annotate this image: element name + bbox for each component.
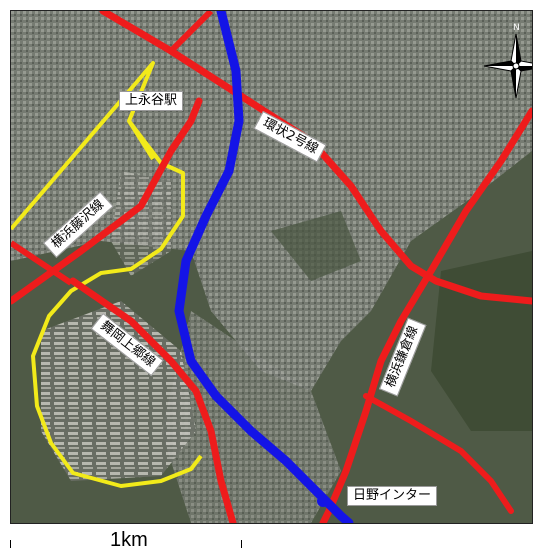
expressway	[174, 11, 354, 523]
compass-rose-icon: N	[483, 23, 532, 99]
map-canvas: N	[11, 11, 532, 523]
housing-estate-north	[111, 171, 171, 276]
label-station: 上永谷駅	[119, 91, 184, 111]
road-maioka-kamigo	[69, 277, 237, 523]
compass-north-label: N	[513, 23, 520, 33]
road-east-branch	[363, 393, 514, 514]
road-yokohama-fujisawa-west	[11, 240, 73, 286]
scale-bar: 1km	[10, 528, 250, 551]
label-hino-ic: 日野インター	[347, 486, 438, 506]
scale-tick-right	[241, 540, 242, 548]
scale-tick-left	[10, 540, 11, 548]
aerial-map[interactable]: N 上永谷駅 環状2号線 横浜藤沢線 舞岡上郷線 横浜鎌倉線 日野インター	[10, 10, 533, 524]
road-kanjo2-north	[168, 11, 214, 54]
road-yokohama-fujisawa	[11, 97, 203, 305]
green-hill-center	[271, 211, 361, 281]
road-kanjo2	[99, 11, 532, 305]
hino-ic-marker	[317, 495, 329, 507]
area-boundary-inner	[127, 119, 155, 161]
scale-label: 1km	[110, 529, 148, 551]
road-yokohama-kamakura	[319, 107, 532, 523]
